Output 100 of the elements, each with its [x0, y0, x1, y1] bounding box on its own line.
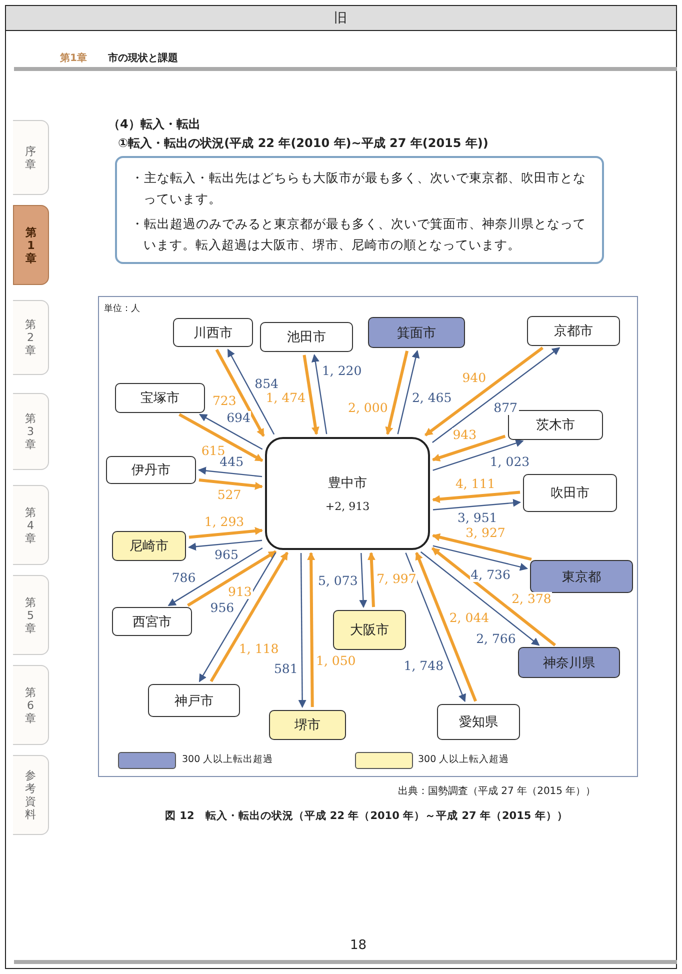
chapter-tab: 第6章 [13, 665, 49, 745]
migration-arrow [415, 552, 477, 702]
edge-label: 5, 073 [317, 574, 359, 588]
edge-label: 723 [211, 394, 238, 408]
chapter-tab: 第4章 [13, 485, 49, 565]
bullet-text: ・主な転入・転出先はどちらも大阪市が最も多く、次いで東京都、吹田市となっています。 [131, 169, 587, 208]
city-box: 箕面市 [368, 317, 465, 348]
migration-arrow [168, 547, 263, 606]
chapter-tab: 序章 [13, 120, 49, 195]
edge-label: 877 [492, 401, 519, 416]
chapter-number: 第1章 [60, 51, 88, 65]
migration-arrow [431, 547, 556, 646]
edge-label: 3, 927 [464, 526, 506, 540]
edge-label: 965 [214, 548, 240, 562]
subsection-title: ①転入・転出の状況(平成 22 年(2010 年)~平成 27 年(2015 年)) [118, 135, 490, 151]
edge-label: 2, 000 [347, 400, 389, 415]
city-box: 茨木市 [508, 410, 603, 440]
migration-arrow [188, 527, 263, 539]
chapter-tab: 第2章 [13, 300, 49, 375]
migration-arrow [178, 413, 264, 462]
migration-arrow [198, 478, 263, 490]
city-box: 池田市 [260, 322, 353, 352]
city-name: 豊中市 [328, 475, 367, 492]
city-box: 堺市 [269, 710, 346, 740]
migration-arrow [307, 552, 316, 708]
edge-label: 854 [254, 376, 280, 390]
chapter-tab: 第5章 [13, 575, 49, 655]
header-text: 旧 [334, 10, 348, 27]
migration-arrow [432, 533, 532, 561]
migration-arrow [432, 347, 560, 443]
city-box: 大阪市 [333, 610, 406, 650]
edge-label: 786 [170, 570, 197, 585]
edge-label: 694 [226, 411, 252, 426]
migration-arrow [420, 551, 540, 646]
migration-arrow [424, 346, 544, 436]
migration-arrow [385, 350, 408, 436]
edge-label: 4, 111 [454, 477, 496, 492]
city-box: 吹田市 [523, 474, 617, 512]
page-number: 18 [350, 938, 368, 954]
edge-label: 1, 118 [238, 642, 280, 656]
chapter-title: 市の現状と課題 [108, 51, 179, 65]
migration-arrow [397, 350, 420, 434]
migration-arrow [432, 545, 528, 571]
city-box: 愛知県 [437, 704, 520, 740]
source-note: 出典：国勢調査（平成 27 年（2015 年）） [398, 784, 597, 798]
edge-label: 2, 465 [410, 391, 453, 406]
chapter-tab: 第3章 [13, 393, 49, 470]
edge-label: 581 [272, 662, 299, 676]
migration-arrow [210, 552, 289, 682]
city-box: 京都市 [527, 316, 620, 346]
migration-arrow [405, 552, 466, 702]
city-box: 宝塚市 [115, 383, 205, 413]
legend-text: 300 人以上転入超過 [418, 753, 510, 767]
migration-arrow [188, 540, 262, 551]
edge-label: 2, 044 [448, 610, 490, 625]
edge-label: 943 [452, 428, 478, 442]
edge-label: 1, 293 [203, 514, 246, 529]
migration-arrow [187, 550, 277, 607]
summary-box [115, 156, 604, 264]
edge-label: 1, 050 [315, 654, 357, 668]
edge-label: 2, 378 [510, 592, 552, 606]
migration-arrow [298, 553, 306, 708]
edge-label: 2, 766 [475, 632, 517, 646]
edge-label: 445 [218, 455, 245, 470]
bullet-text: ・転出超過のみでみると東京都が最も多く、次いで箕面市、神奈川県となっています。転入超過は大阪市、堺市、尼崎市の順となっています。 [131, 215, 587, 254]
migration-arrow [198, 552, 276, 682]
migration-arrow [432, 434, 506, 462]
chapter-tab: 参考資料 [13, 755, 49, 835]
migration-arrow [432, 490, 520, 504]
edge-label: 1, 220 [320, 364, 363, 378]
unit-note: 単位：人 [104, 302, 141, 314]
edge-label: 3, 951 [456, 510, 498, 525]
edge-label: 527 [216, 488, 242, 502]
city-box: 伊丹市 [106, 456, 196, 484]
city-box: 西宮市 [112, 607, 192, 636]
chapter-tab: 第1章 [13, 205, 49, 285]
migration-arrow [432, 498, 521, 510]
migration-arrow [227, 348, 275, 435]
city-box: 川西市 [173, 318, 253, 347]
edge-label: 913 [227, 584, 253, 599]
migration-arrow [198, 414, 263, 450]
figure-caption: 図 12 転入・転出の状況（平成 22 年（2010 年）～平成 27 年（2015 年）） [165, 809, 569, 824]
migration-arrow [367, 552, 376, 608]
city-box: 神奈川県 [518, 647, 620, 678]
net-change-value: +2, 913 [325, 500, 370, 513]
legend-text: 300 人以上転出超過 [182, 753, 274, 767]
edge-label: 1, 474 [264, 391, 307, 406]
edge-label: 4, 736 [470, 568, 512, 582]
migration-arrow [215, 348, 265, 437]
edge-label: 1, 748 [402, 658, 445, 673]
edge-label: 1, 023 [488, 455, 531, 470]
migration-arrow [302, 354, 320, 436]
city-box: 神戸市 [148, 684, 240, 717]
edge-label: 7, 997 [376, 572, 418, 586]
center-city-box [265, 437, 430, 550]
edge-label: 956 [209, 600, 236, 615]
edge-label: 940 [461, 371, 488, 386]
city-box: 東京都 [530, 560, 633, 593]
migration-arrow [432, 439, 524, 471]
migration-arrow [198, 466, 262, 478]
